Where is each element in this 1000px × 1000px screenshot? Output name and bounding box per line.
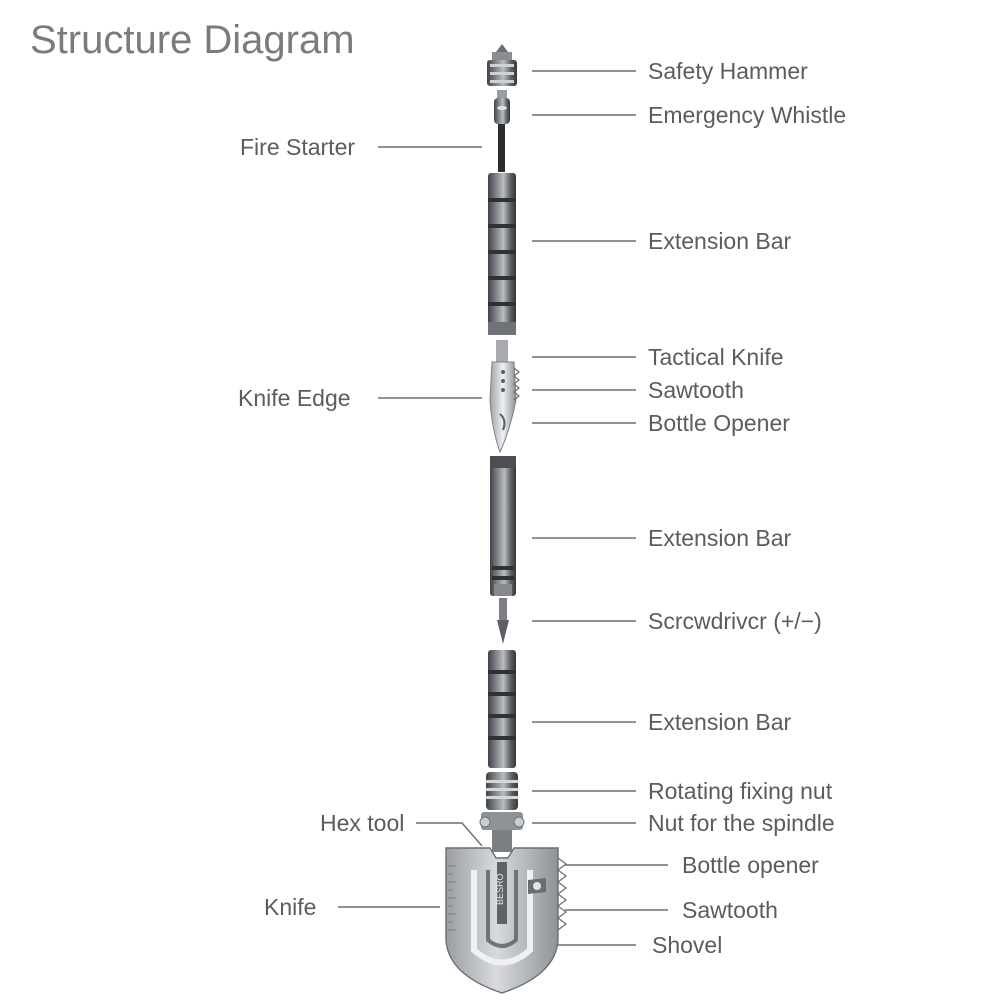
label-sawtooth-1: Sawtooth <box>648 377 744 403</box>
screwdriver-bit-part <box>497 598 509 644</box>
leader-hex-tool <box>416 822 483 847</box>
label-spindle-nut: Nut for the spindle <box>648 810 835 836</box>
label-extension-bar-1: Extension Bar <box>648 228 792 254</box>
label-bottle-opener-2: Bottle opener <box>682 852 819 878</box>
diagram-title: Structure Diagram <box>30 18 355 62</box>
label-extension-bar-2: Extension Bar <box>648 525 792 551</box>
label-screwdriver: Scrcwdrivcr (+/−) <box>648 608 822 634</box>
extension-bar-1-part <box>488 173 516 335</box>
safety-hammer-part <box>487 44 517 86</box>
label-emergency-whistle: Emergency Whistle <box>648 102 847 128</box>
label-knife-edge: Knife Edge <box>238 385 351 411</box>
label-hex-tool: Hex tool <box>320 810 405 836</box>
label-shovel: Shovel <box>652 932 723 958</box>
tactical-knife-part <box>489 340 520 454</box>
fire-starter-rod <box>498 124 505 172</box>
label-extension-bar-3: Extension Bar <box>648 709 792 735</box>
label-sawtooth-2: Sawtooth <box>682 897 778 923</box>
label-bottle-opener-1: Bottle Opener <box>648 410 790 436</box>
label-fire-starter: Fire Starter <box>240 134 356 160</box>
shovel-blade-part: BESRO <box>445 847 567 994</box>
label-knife: Knife <box>264 894 317 920</box>
leader-lines <box>338 70 668 946</box>
label-rotating-nut: Rotating fixing nut <box>648 778 833 804</box>
extension-bar-3-part <box>488 650 516 768</box>
label-tactical-knife: Tactical Knife <box>648 344 784 370</box>
extension-bar-2-part <box>490 456 516 596</box>
label-safety-hammer: Safety Hammer <box>648 58 808 84</box>
rotating-fixing-nut-part <box>486 772 518 810</box>
brand-mark: BESRO <box>495 873 505 905</box>
emergency-whistle-part <box>494 90 510 124</box>
spindle-nut-part <box>479 812 525 852</box>
